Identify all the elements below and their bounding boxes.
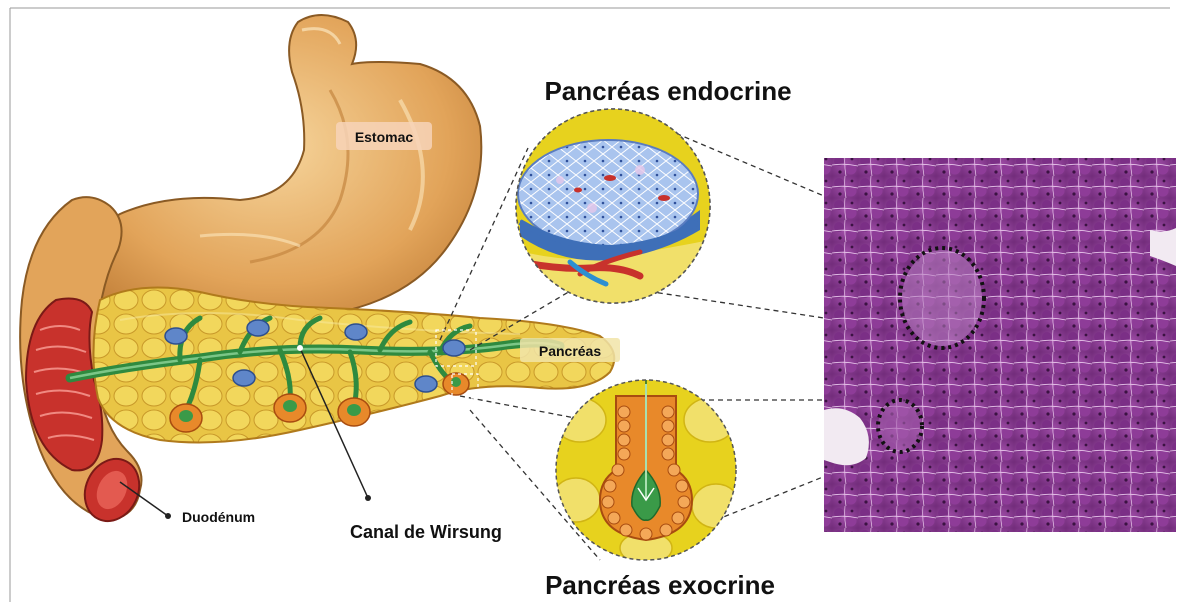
histology-micrograph — [824, 158, 1176, 532]
islet-of-langerhans-inset — [516, 109, 710, 303]
wirsung-label: Canal de Wirsung — [350, 522, 502, 542]
duodenum-label: Duodénum — [182, 509, 255, 525]
wirsung-pointer-origin — [297, 345, 303, 351]
pancreas-label: Pancréas — [539, 343, 601, 359]
wirsung-pointer-dot — [365, 495, 371, 501]
duodenum-pointer-dot — [165, 513, 171, 519]
acinus-inset — [552, 380, 740, 564]
stomach-label: Estomac — [355, 129, 414, 145]
endocrine-title: Pancréas endocrine — [544, 76, 791, 106]
exocrine-title: Pancréas exocrine — [545, 570, 775, 600]
pancreas-illustration — [70, 288, 614, 443]
